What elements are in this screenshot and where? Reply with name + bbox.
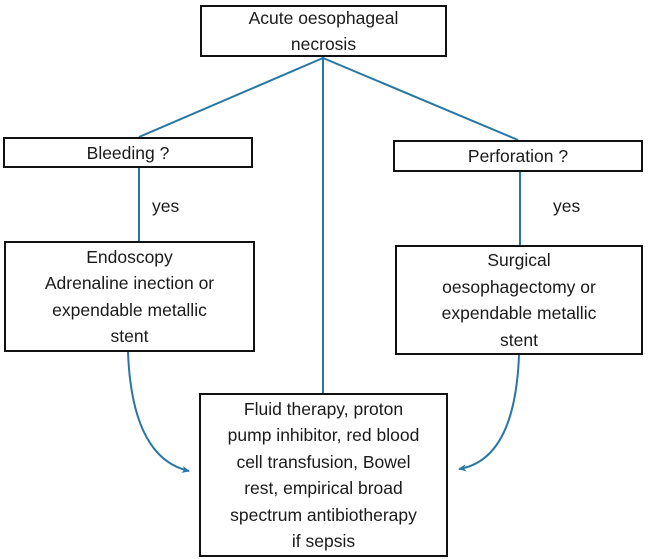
edge-root-bleeding: [138, 57, 324, 138]
edge-surgical-supportive-arrow: [458, 354, 520, 472]
edge-label-bleeding-yes: yes: [152, 196, 180, 216]
edge-root-perforation: [322, 57, 519, 141]
node-acute-oesophageal-necrosis: Acute oesophageal necrosis: [200, 5, 447, 57]
node-endoscopy-treatment: Endoscopy Adrenaline inection or expenda…: [4, 241, 255, 352]
node-surgical-treatment: Surgical oesophagectomy or expendable me…: [395, 245, 643, 355]
node-supportive-therapy: Fluid therapy, proton pump inhibitor, re…: [199, 393, 448, 557]
node-perforation-question: Perforation ?: [393, 140, 643, 172]
edge-endoscopy-supportive-arrow: [127, 351, 190, 473]
node-bleeding-question: Bleeding ?: [3, 137, 253, 168]
edge-label-perforation-yes: yes: [553, 196, 581, 216]
